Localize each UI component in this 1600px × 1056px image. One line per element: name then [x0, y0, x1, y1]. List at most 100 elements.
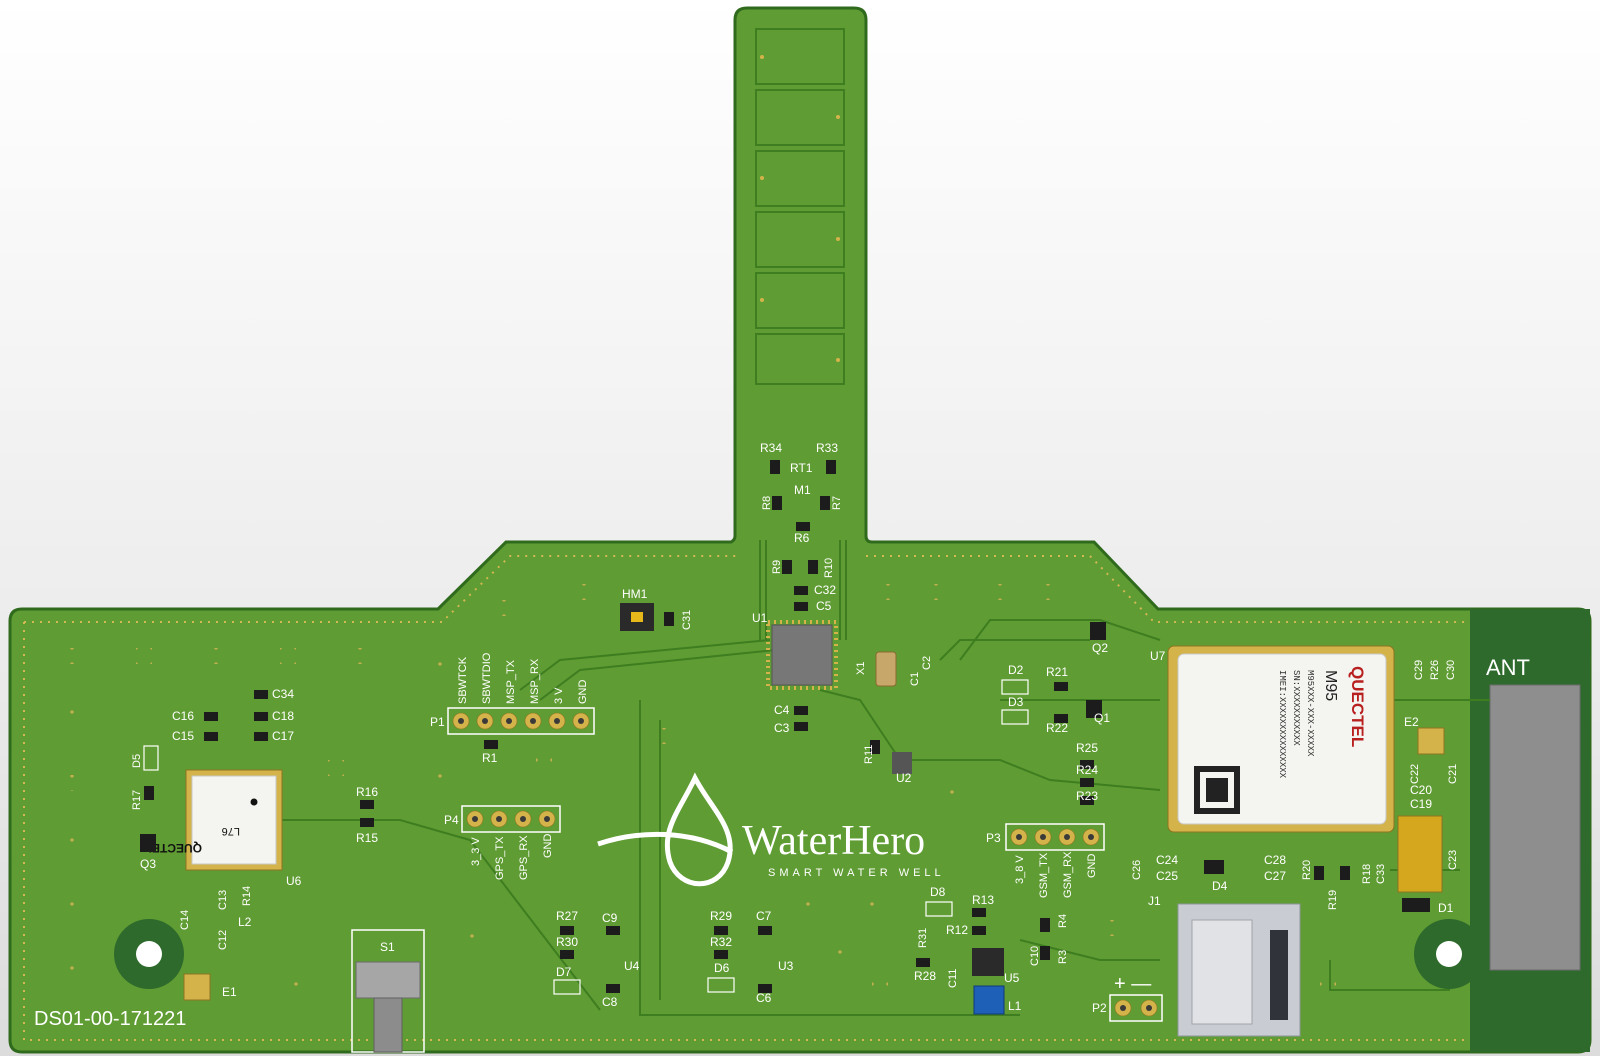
ref-c30: C30 [1445, 660, 1457, 680]
gps-module-u6 [185, 769, 283, 871]
ref-c3: C3 [774, 721, 790, 735]
header-p2 [1109, 994, 1163, 1022]
ref-r12: R12 [946, 923, 968, 937]
ref-r3: R3 [1057, 950, 1069, 964]
ref-c13: C13 [217, 890, 229, 910]
ref-d8: D8 [930, 885, 946, 899]
ref-d1: D1 [1438, 901, 1454, 915]
p3-pin-label: GSM_RX [1062, 851, 1074, 898]
led-outlines [143, 679, 1029, 995]
p4-pin-label: 3_3 V [470, 837, 482, 866]
ref-r23: R23 [1076, 789, 1098, 803]
gsm-model: M95 [1322, 670, 1339, 701]
ref-u5: U5 [1004, 971, 1020, 985]
ref-r14: R14 [241, 886, 253, 906]
ref-r20: R20 [1301, 860, 1313, 880]
ref-l2: L2 [238, 915, 252, 929]
via-clusters [62, 584, 1336, 988]
ic-u5 [972, 948, 1004, 976]
crystal-x1 [875, 651, 897, 687]
p4-pin-label: GPS_TX [494, 836, 506, 880]
ref-r31: R31 [917, 928, 929, 948]
p4-pin-label: GND [542, 834, 554, 859]
ic-u2 [892, 752, 912, 774]
ref-r4: R4 [1057, 914, 1069, 928]
ref-r18: R18 [1361, 864, 1373, 884]
ref-l1: L1 [1008, 999, 1022, 1013]
p3-pin-label: GND [1086, 854, 1098, 879]
ref-c23: C23 [1447, 850, 1459, 870]
button-s1 [355, 961, 421, 999]
p1-pin-label: SBWTCK [457, 656, 469, 704]
p1-pin-label: MSP_TX [505, 659, 517, 704]
ref-c9: C9 [602, 911, 618, 925]
ref-d4: D4 [1212, 879, 1228, 893]
header-p1 [447, 707, 595, 735]
ref-c34: C34 [272, 687, 294, 701]
ref-p3: P3 [986, 831, 1001, 845]
ref-c29: C29 [1413, 660, 1425, 680]
header-p4 [461, 805, 561, 833]
ref-d2: D2 [1008, 663, 1024, 677]
ref-c16: C16 [172, 709, 194, 723]
ref-c17: C17 [272, 729, 294, 743]
sensor-probe-pads [755, 28, 845, 385]
p3-pin-label: GSM_TX [1038, 852, 1050, 898]
ref-c19: C19 [1410, 797, 1432, 811]
designator-labels: R34 R33 RT1 M1 R6 R8 R7 R9 R10 C32 C5 C4… [131, 441, 1459, 1013]
antenna-element [1489, 684, 1581, 971]
ufl-e2 [1417, 727, 1445, 755]
gsm-brand: QUECTEL [1348, 666, 1367, 747]
ref-r29: R29 [710, 909, 732, 923]
ref-c31: C31 [681, 610, 693, 630]
smd-components [140, 460, 1430, 993]
ref-r26: R26 [1429, 660, 1441, 680]
gsm-line: M95XXX-XXX-XXXXX [1305, 670, 1315, 757]
inductor-l1 [973, 985, 1005, 1015]
ref-r32: R32 [710, 935, 732, 949]
ref-u3: U3 [778, 959, 794, 973]
ref-c22: C22 [1409, 764, 1421, 784]
ref-r1: R1 [482, 751, 498, 765]
waterhero-logo-mark [597, 772, 734, 887]
ref-s1: S1 [380, 940, 395, 954]
antenna-label: ANT [1486, 655, 1530, 680]
ref-c1: C1 [909, 672, 921, 686]
ref-c14: C14 [179, 910, 191, 930]
p3-pin-label: 3_8 V [1014, 855, 1026, 884]
ref-r24: R24 [1076, 763, 1098, 777]
ref-c11: C11 [947, 969, 959, 988]
ref-u4: U4 [624, 959, 640, 973]
ref-r30: R30 [556, 935, 578, 949]
ref-u7: U7 [1150, 649, 1166, 663]
ref-r11: R11 [863, 745, 875, 764]
ufl-e1 [183, 973, 211, 1001]
ref-c7: C7 [756, 909, 772, 923]
ref-r25: R25 [1076, 741, 1098, 755]
ref-r33: R33 [816, 441, 838, 455]
edge-via-stitch [23, 555, 1468, 1041]
ref-r28: R28 [914, 969, 936, 983]
ref-c10: C10 [1029, 946, 1041, 966]
header-p1-pins [452, 712, 590, 730]
ref-e2: E2 [1404, 715, 1419, 729]
ref-d3: D3 [1008, 695, 1024, 709]
ref-r9: R9 [771, 560, 783, 574]
ref-d5: D5 [131, 754, 143, 768]
ref-rt1: RT1 [790, 461, 813, 475]
ref-p1: P1 [430, 715, 445, 729]
gsm-module-u7 [1167, 645, 1395, 833]
ref-u6: U6 [286, 874, 302, 888]
p1-pin-label: SBWTDIO [481, 652, 493, 704]
header-p4-pins [466, 810, 556, 828]
ref-c32: C32 [814, 583, 836, 597]
ref-r15: R15 [356, 831, 378, 845]
gps-model: L76 [222, 825, 240, 837]
ref-c8: C8 [602, 995, 618, 1009]
ref-x1: X1 [855, 662, 867, 675]
mounting-hole-right [1414, 919, 1484, 989]
ref-r21: R21 [1046, 665, 1068, 679]
header-p3 [1005, 823, 1105, 851]
ref-q2: Q2 [1092, 641, 1108, 655]
board-id-text: DS01-00-171221 [34, 1008, 186, 1030]
